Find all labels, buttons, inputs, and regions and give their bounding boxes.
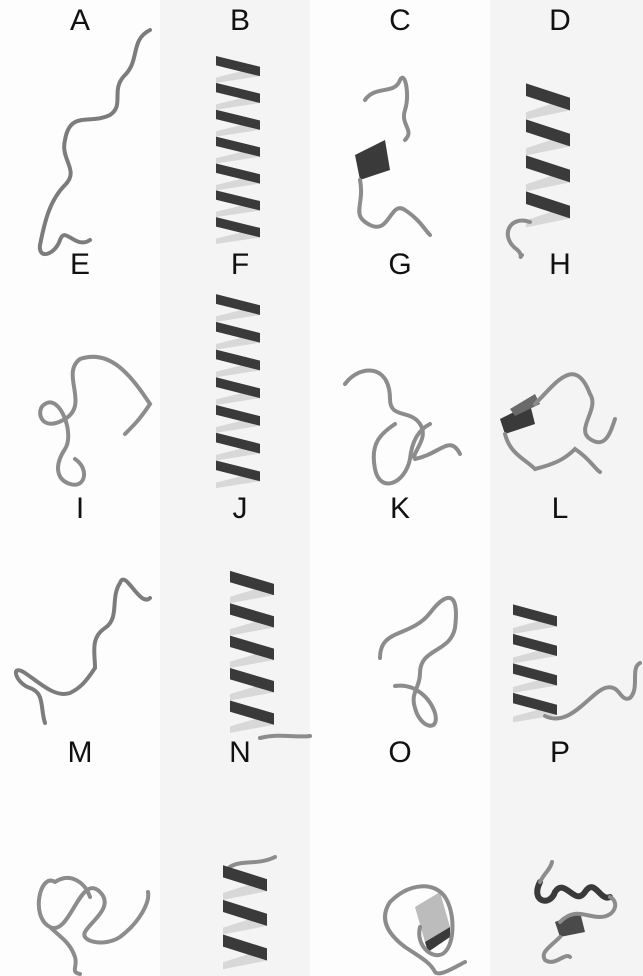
coil-helix-structure <box>320 732 480 976</box>
panel-i: I <box>0 488 160 732</box>
panel-c: C <box>320 0 480 244</box>
coil-helix-structure <box>320 0 480 244</box>
coil-structure <box>0 488 160 732</box>
coil-structure <box>320 244 480 488</box>
helix-turns-structure <box>160 732 320 976</box>
panel-j: J <box>160 488 320 732</box>
panel-p: P <box>480 732 640 976</box>
helix-tail-structure <box>160 488 320 732</box>
coil-helix-structure <box>480 732 640 976</box>
helix-tail-structure <box>480 0 640 244</box>
panel-h: H <box>480 244 640 488</box>
panel-b: B <box>160 0 320 244</box>
coil-structure <box>0 732 160 976</box>
panel-a: A <box>0 0 160 244</box>
panel-f: F <box>160 244 320 488</box>
coil-structure <box>0 0 160 244</box>
panel-l: L <box>480 488 640 732</box>
panel-e: E <box>0 244 160 488</box>
helix-structure <box>160 244 320 488</box>
coil-structure <box>0 244 160 488</box>
coil-structure <box>320 488 480 732</box>
helix-tail-structure <box>480 488 640 732</box>
panel-m: M <box>0 732 160 976</box>
panel-d: D <box>480 0 640 244</box>
panel-n: N <box>160 732 320 976</box>
panel-k: K <box>320 488 480 732</box>
panel-g: G <box>320 244 480 488</box>
coil-helix-structure <box>480 244 640 488</box>
panel-o: O <box>320 732 480 976</box>
helix-structure <box>160 0 320 244</box>
